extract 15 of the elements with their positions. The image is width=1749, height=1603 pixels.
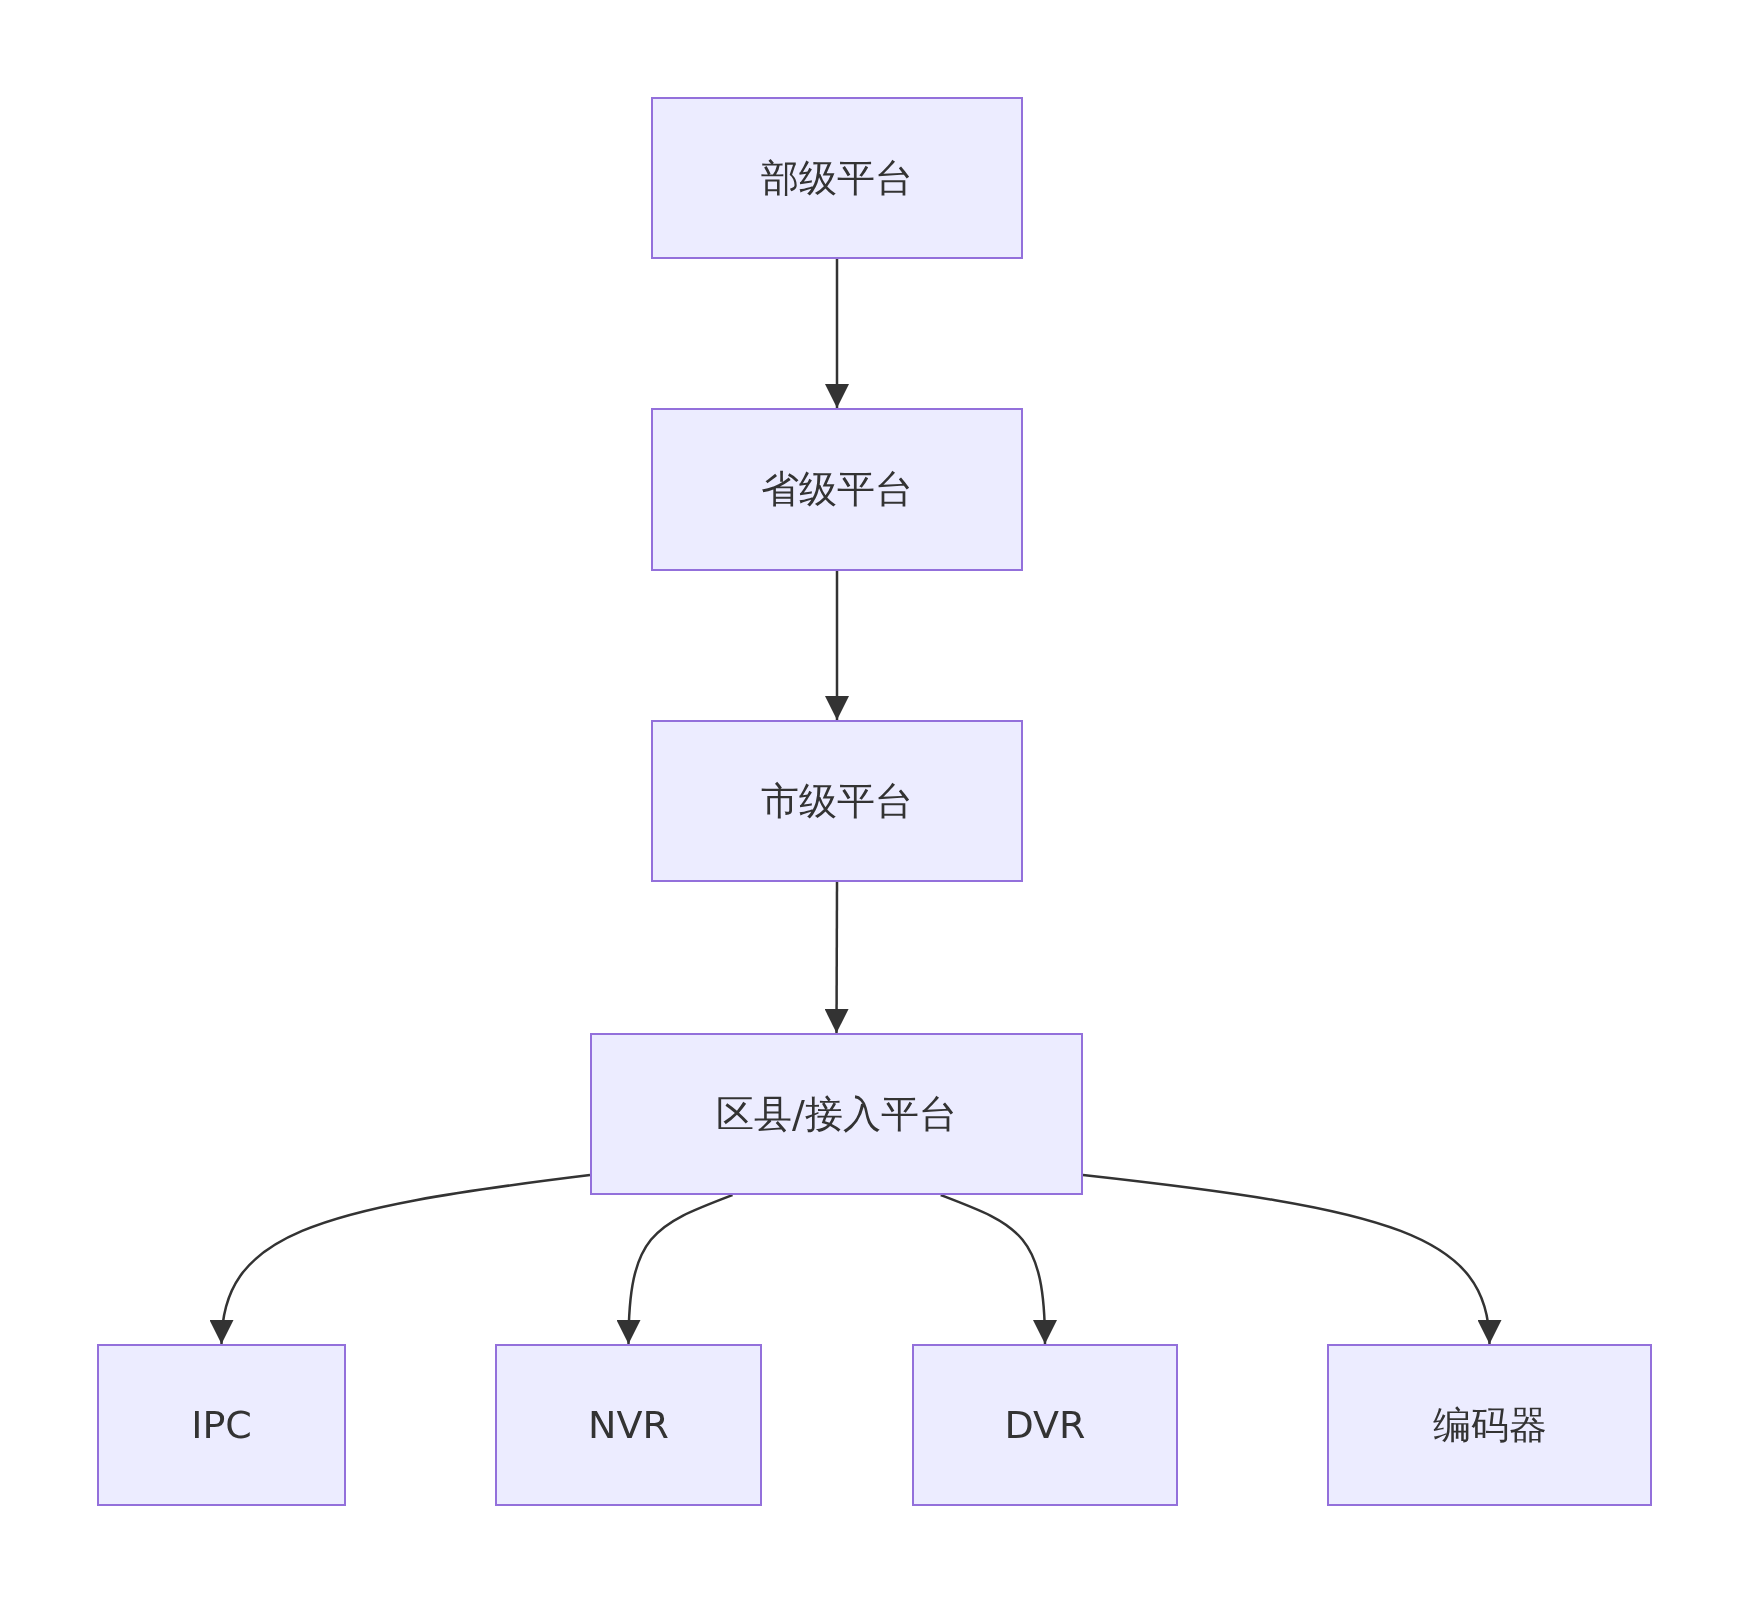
process-box: DVR [912, 1344, 1178, 1506]
process-box: 市级平台 [651, 720, 1023, 882]
arrow [825, 259, 849, 408]
arrow [940, 1193, 1057, 1345]
arrow [1082, 1173, 1500, 1345]
process-box: 部级平台 [651, 97, 1023, 259]
process-box: IPC [97, 1344, 346, 1506]
process-box: 区县/接入平台 [590, 1033, 1083, 1195]
process-box: 省级平台 [651, 408, 1023, 571]
arrow [824, 882, 849, 1033]
process-box: 编码器 [1327, 1344, 1652, 1506]
arrow [825, 571, 849, 720]
process-box: NVR [495, 1344, 762, 1506]
arrow [617, 1193, 733, 1345]
arrow [211, 1173, 591, 1345]
